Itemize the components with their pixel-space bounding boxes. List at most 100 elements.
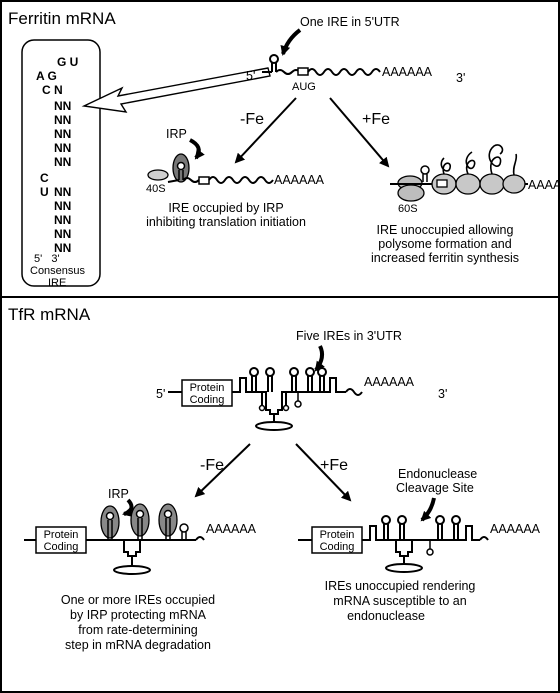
ribosome	[479, 173, 505, 195]
consensus-label-2: IRE	[48, 277, 66, 289]
ire-stem-loop	[105, 511, 115, 521]
ire-stem-loop	[289, 367, 299, 377]
ire-stem-loop	[176, 161, 186, 171]
minus-fe-caption-1: One or more IREs occupied	[61, 593, 215, 607]
consensus-pair: NN	[54, 213, 71, 227]
protein-coding-box	[311, 526, 363, 554]
plus-fe-caption-2: polysome formation and	[378, 237, 511, 251]
tfr-mrna-top: Five IREs in 3'UTR 5' Protein Coding	[156, 329, 447, 431]
label-60s: 60S	[398, 203, 418, 215]
ferritin-title: Ferritin mRNA	[8, 9, 116, 28]
ire-stem-loop	[163, 509, 173, 519]
plus-fe-arrow	[295, 443, 352, 502]
consensus-loop-mid-2: C N	[42, 83, 63, 97]
protein-coding-label-2: Coding	[190, 394, 225, 406]
minus-fe-arrow	[234, 97, 297, 164]
minus-fe-caption-1: IRE occupied by IRP	[168, 201, 283, 215]
consensus-bulge-c: C	[40, 171, 49, 185]
ire-stem-loops	[249, 367, 327, 408]
three-prime-label: 3'	[456, 71, 465, 85]
central-stem-base	[113, 565, 151, 575]
plus-fe-arrow	[329, 97, 390, 168]
consensus-label-1: Consensus	[30, 265, 86, 277]
minus-fe-caption-4: step in mRNA degradation	[65, 638, 211, 652]
poly-a-tail: AAAAAA	[206, 522, 257, 536]
ire-stem-loop	[451, 515, 461, 525]
consensus-bulge-u: U	[40, 185, 49, 199]
irp-callout-arrow	[122, 498, 134, 517]
ferritin-panel: Ferritin mRNA G U A G C N NN NN NN NN NN…	[8, 9, 560, 289]
poly-a-tail: AAAAAA	[490, 522, 541, 536]
nascent-peptide	[465, 151, 476, 175]
hollow-pointer-arrow	[81, 67, 271, 113]
plus-fe-label: +Fe	[320, 457, 348, 474]
protein-coding-box	[181, 379, 233, 407]
ire-stem-loop	[179, 523, 189, 533]
consensus-pair: NN	[54, 185, 71, 199]
ire-stem-loop	[269, 54, 279, 64]
consensus-pair: NN	[54, 141, 71, 155]
nascent-peptide	[512, 153, 518, 176]
callout-arrow	[314, 345, 325, 372]
consensus-pair: NN	[54, 199, 71, 213]
ire-stem-loop	[426, 548, 434, 556]
aug-label: AUG	[292, 81, 316, 93]
coding-wave	[307, 68, 381, 76]
consensus-box	[21, 39, 101, 287]
utr-backbone	[362, 525, 480, 541]
tfr-title: TfR mRNA	[8, 305, 91, 324]
central-stem-base	[255, 421, 293, 431]
nascent-peptide	[488, 144, 504, 175]
tfr-minus-fe-mrna: IRP Protein Coding AAAAAA One or more IR…	[24, 487, 257, 652]
start-codon-box	[198, 176, 210, 185]
cleavage-site-arrow	[420, 497, 436, 522]
plus-fe-caption-1: IRE unoccupied allowing	[377, 223, 514, 237]
start-codon-box	[297, 67, 309, 76]
plus-fe-caption-3: increased ferritin synthesis	[371, 251, 519, 265]
poly-a-tail: AAAAAA	[364, 375, 415, 389]
ire-stem-loop	[381, 515, 391, 525]
tfr-panel: TfR mRNA Five IREs in 3'UTR 5' Protein C…	[8, 305, 541, 652]
irp-callout-arrow	[189, 138, 205, 160]
ire-stem-loop	[420, 165, 430, 175]
ire-stem-loop	[265, 367, 275, 377]
ire-stem-loop	[305, 367, 315, 377]
consensus-pair: NN	[54, 227, 71, 241]
plus-fe-caption-1: IREs unoccupied rendering	[325, 579, 476, 593]
ferritin-plus-fe-polysome: 60S AAAAAA IRE unoccupied allowing polys…	[371, 144, 560, 265]
protein-coding-label-1: Protein	[320, 529, 355, 541]
minus-fe-label: -Fe	[200, 457, 224, 474]
consensus-pair: NN	[54, 155, 71, 169]
minus-fe-caption-2: inhibiting translation initiation	[146, 215, 306, 229]
consensus-pair: NN	[54, 127, 71, 141]
minus-fe-arrow	[194, 443, 251, 498]
consensus-loop-top: G U	[57, 55, 78, 69]
consensus-ire: G U A G C N NN NN NN NN NN C U NN NN NN …	[21, 39, 101, 289]
central-stem-base	[385, 563, 423, 573]
poly-a-tail: AAAAAA	[274, 173, 325, 187]
ribosome	[502, 174, 526, 194]
minus-fe-label: -Fe	[240, 111, 264, 128]
label-40s: 40S	[146, 183, 166, 195]
minus-fe-caption-2: by IRP protecting mRNA	[70, 608, 207, 622]
consensus-pair: NN	[54, 113, 71, 127]
consensus-pair: NN	[54, 241, 71, 255]
callout-arrow	[280, 28, 302, 56]
consensus-pair: NN	[54, 99, 71, 113]
protein-coding-label-2: Coding	[320, 541, 355, 553]
consensus-ends: 5' 3'	[34, 253, 60, 265]
endonuclease-label-1: Endonuclease	[398, 467, 477, 481]
three-prime-label: 3'	[438, 387, 447, 401]
ribosome	[455, 173, 481, 195]
utr-backbone	[232, 377, 346, 398]
ire-stem-loop	[135, 509, 145, 519]
poly-a-tail: AAAAAA	[528, 178, 560, 192]
ire-stem-loop	[397, 515, 407, 525]
ribosome-60s	[397, 184, 425, 202]
endonuclease-label-2: Cleavage Site	[396, 481, 474, 495]
protein-coding-label-1: Protein	[44, 529, 79, 541]
irp-protein	[100, 505, 120, 539]
